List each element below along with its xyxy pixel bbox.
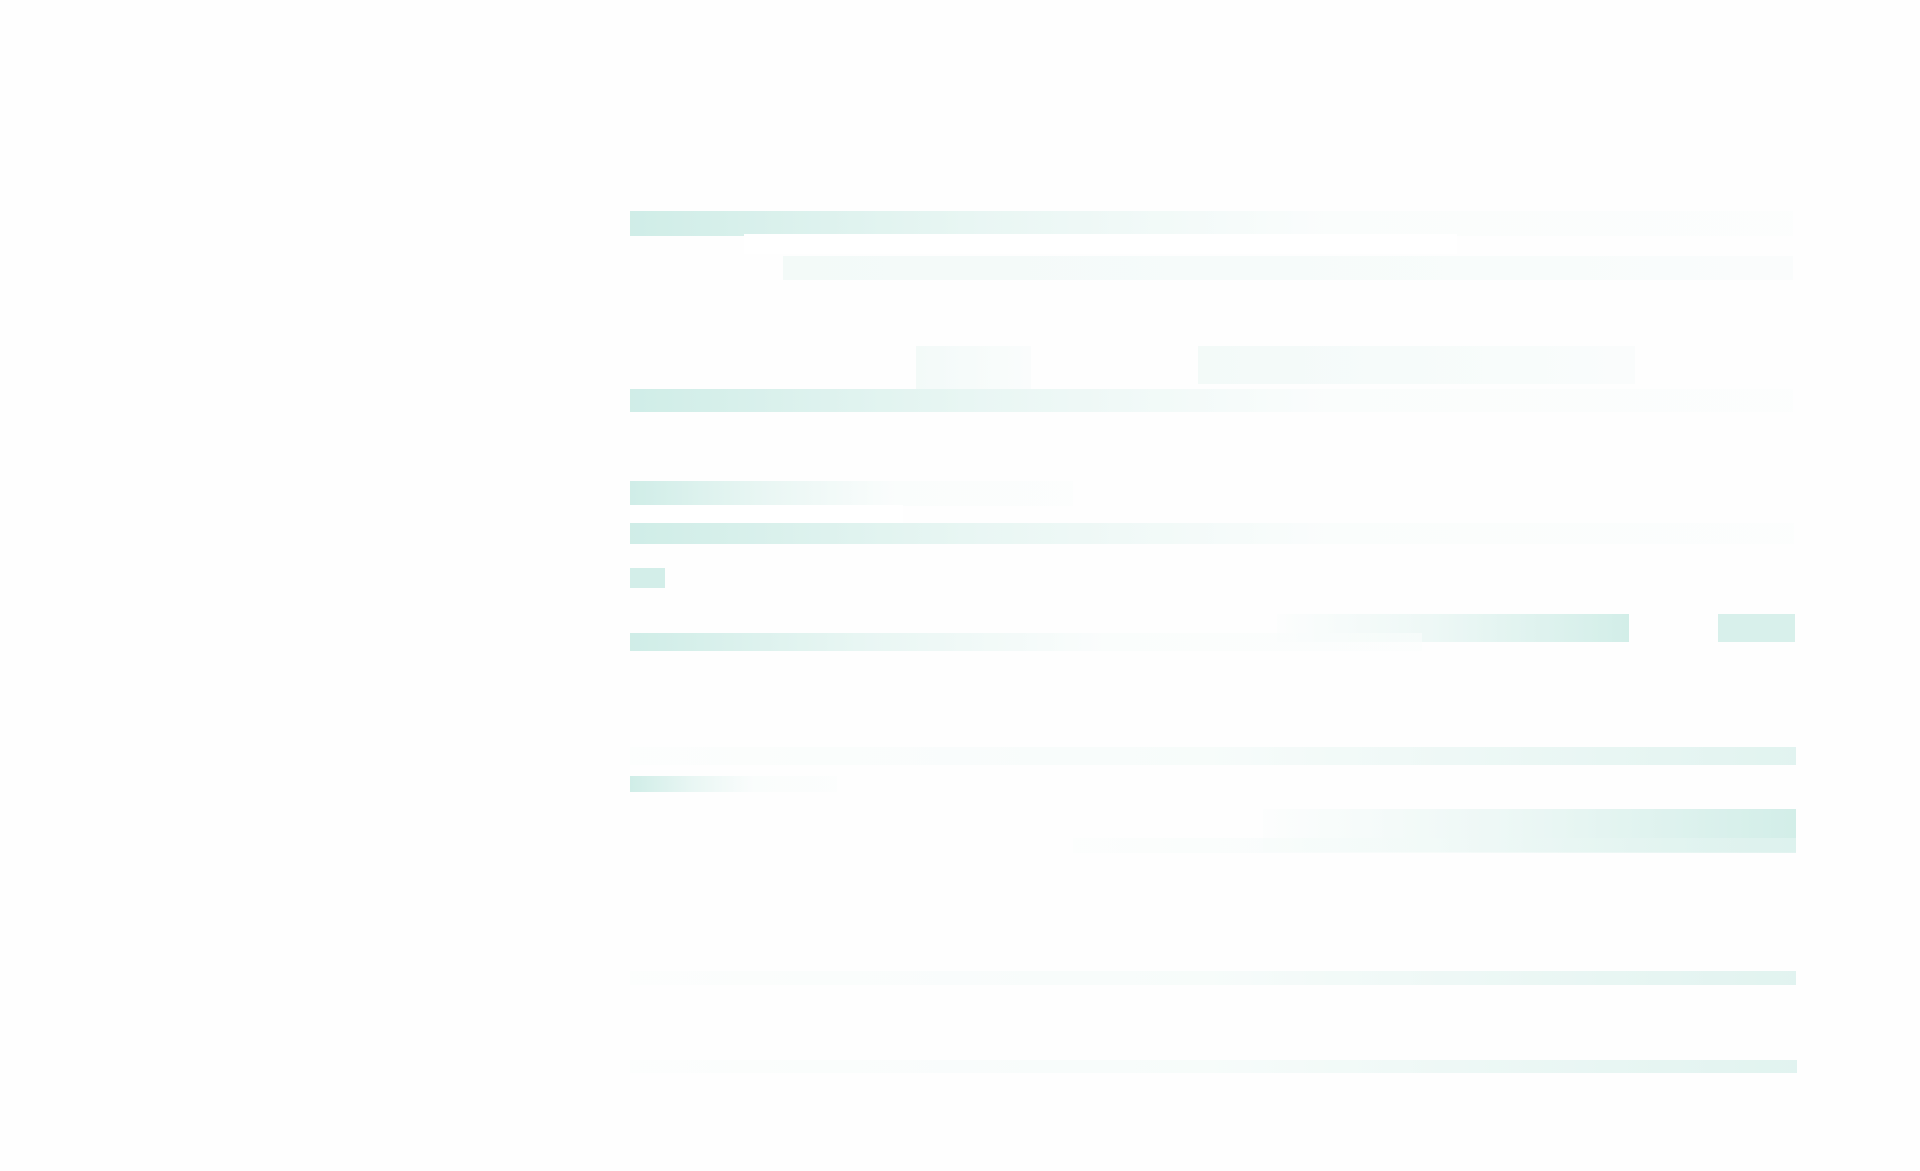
skeleton-divider-1 <box>630 971 1796 985</box>
skeleton-field-button <box>1718 614 1795 642</box>
skeleton-divider-2 <box>630 1060 1797 1073</box>
skeleton-text-line-2 <box>630 776 837 792</box>
skeleton-header-block <box>630 211 1793 236</box>
skeleton-field-label <box>630 633 1422 651</box>
skeleton-section-line <box>630 523 1794 544</box>
skeleton-section-gap <box>630 505 903 523</box>
skeleton-section-chip <box>630 568 665 588</box>
skeleton-tab-1 <box>916 346 1031 389</box>
skeleton-header-gap <box>744 234 1457 254</box>
skeleton-text-line-1 <box>630 747 1796 765</box>
skeleton-tab-2 <box>1198 346 1635 384</box>
skeleton-section-title <box>630 481 1073 506</box>
skeleton-header-line <box>783 256 1793 280</box>
skeleton-tab-underline <box>630 389 1793 412</box>
skeleton-action-line <box>1073 838 1796 853</box>
